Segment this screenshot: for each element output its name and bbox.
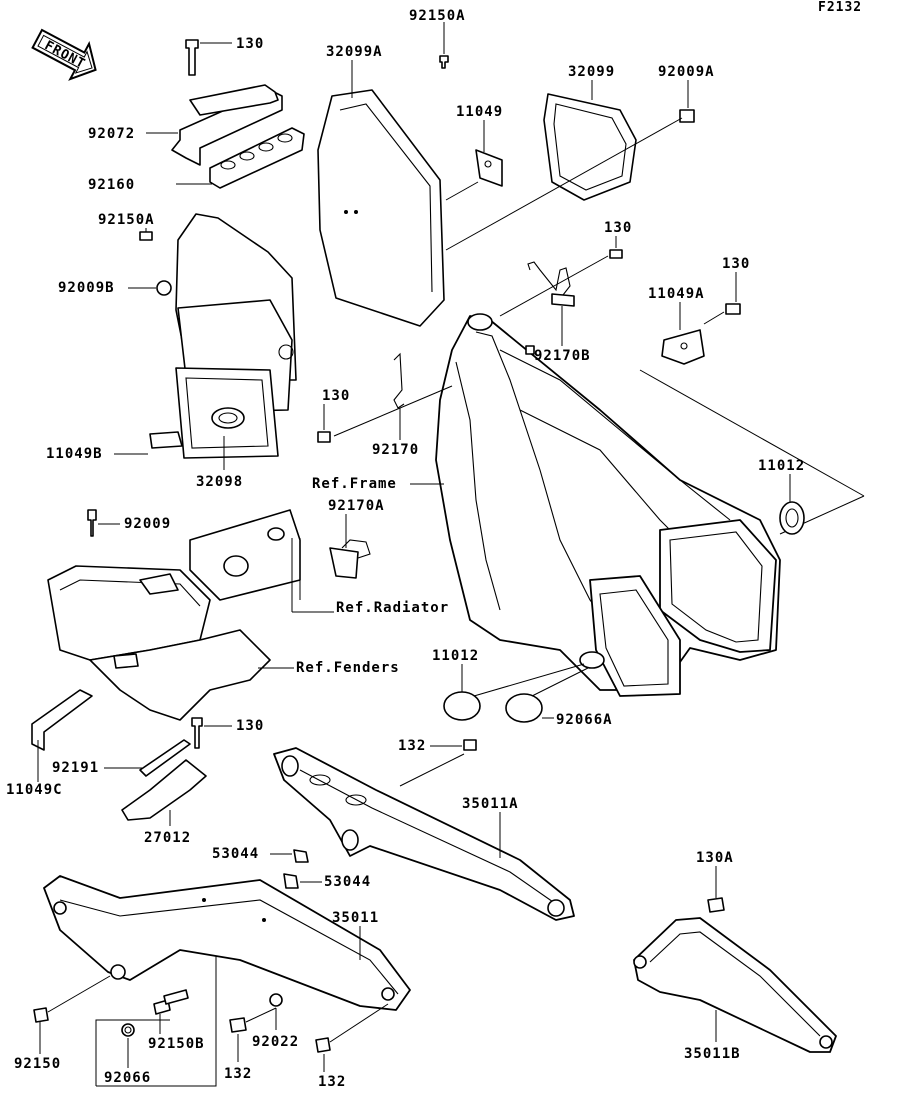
swingarm-35011A-drawing [273,739,575,921]
label-92009A: 92009A [658,64,715,80]
label-92009B: 92009B [58,280,115,296]
guard-35011B-drawing [633,897,837,1053]
label-11049: 11049 [456,104,503,120]
label-132-bot: 132 [318,1074,346,1090]
label-92150B: 92150B [148,1036,205,1052]
label-130A: 130A [696,850,734,866]
tray-92009-drawing [31,509,371,751]
label-53044-a: 53044 [212,846,259,862]
label-92066: 92066 [104,1070,151,1086]
label-35011: 35011 [332,910,379,926]
grommet-11012-right-drawing [779,501,805,535]
label-ref-radiator: Ref.Radiator [336,600,449,616]
label-11012-mid: 11012 [432,648,479,664]
box-32098-drawing [139,213,297,459]
bolt-92150-drawing [33,1007,49,1023]
label-132-top: 132 [398,738,426,754]
label-92170A: 92170A [328,498,385,514]
caps-11012-92066A-drawing [443,691,543,723]
label-130-left-mid: 130 [322,388,350,404]
bracket-27012-drawing [121,717,207,821]
label-11012-right: 11012 [758,458,805,474]
label-27012: 27012 [144,830,191,846]
label-92170B: 92170B [534,348,591,364]
label-92170: 92170 [372,442,419,458]
main-frame-drawing [435,313,781,697]
label-92022: 92022 [252,1034,299,1050]
label-11049B: 11049B [46,446,103,462]
label-92191: 92191 [52,760,99,776]
label-11049A: 11049A [648,286,705,302]
label-32099: 32099 [568,64,615,80]
spacers-53044-drawing [283,849,309,889]
kit-box-drawing [95,956,217,1087]
cover-32099-drawing [543,93,695,201]
label-92150: 92150 [14,1056,61,1072]
label-ref-frame: Ref.Frame [312,476,397,492]
label-92066A: 92066A [556,712,613,728]
label-92072: 92072 [88,126,135,142]
label-53044-b: 53044 [324,874,371,890]
label-92150A-left: 92150A [98,212,155,228]
bolts-132-92022-drawing [229,993,331,1053]
cover-32099A-drawing [317,55,449,327]
bracket-11049A-drawing [661,303,741,365]
label-132-mid: 132 [224,1066,252,1082]
label-130-right: 130 [722,256,750,272]
bracket-11049-drawing [475,149,503,187]
diagram-code: F2132 [818,0,862,15]
label-130-mid-right: 130 [604,220,632,236]
hook-92170-drawing [317,352,405,443]
clip-92170B-drawing [527,249,623,307]
label-35011B: 35011B [684,1046,741,1062]
swingarm-35011-drawing [43,875,411,1011]
label-32099A: 32099A [326,44,383,60]
front-direction-arrow-icon: FRONT [31,28,97,81]
label-130-top: 130 [236,36,264,52]
label-32098: 32098 [196,474,243,490]
label-92160: 92160 [88,177,135,193]
label-ref-fenders: Ref.Fenders [296,660,400,676]
label-11049C: 11049C [6,782,63,798]
label-92150A-top: 92150A [409,8,466,24]
label-130-lower: 130 [236,718,264,734]
label-35011A: 35011A [462,796,519,812]
bracket-92072-drawing [171,39,305,189]
label-92009: 92009 [124,516,171,532]
